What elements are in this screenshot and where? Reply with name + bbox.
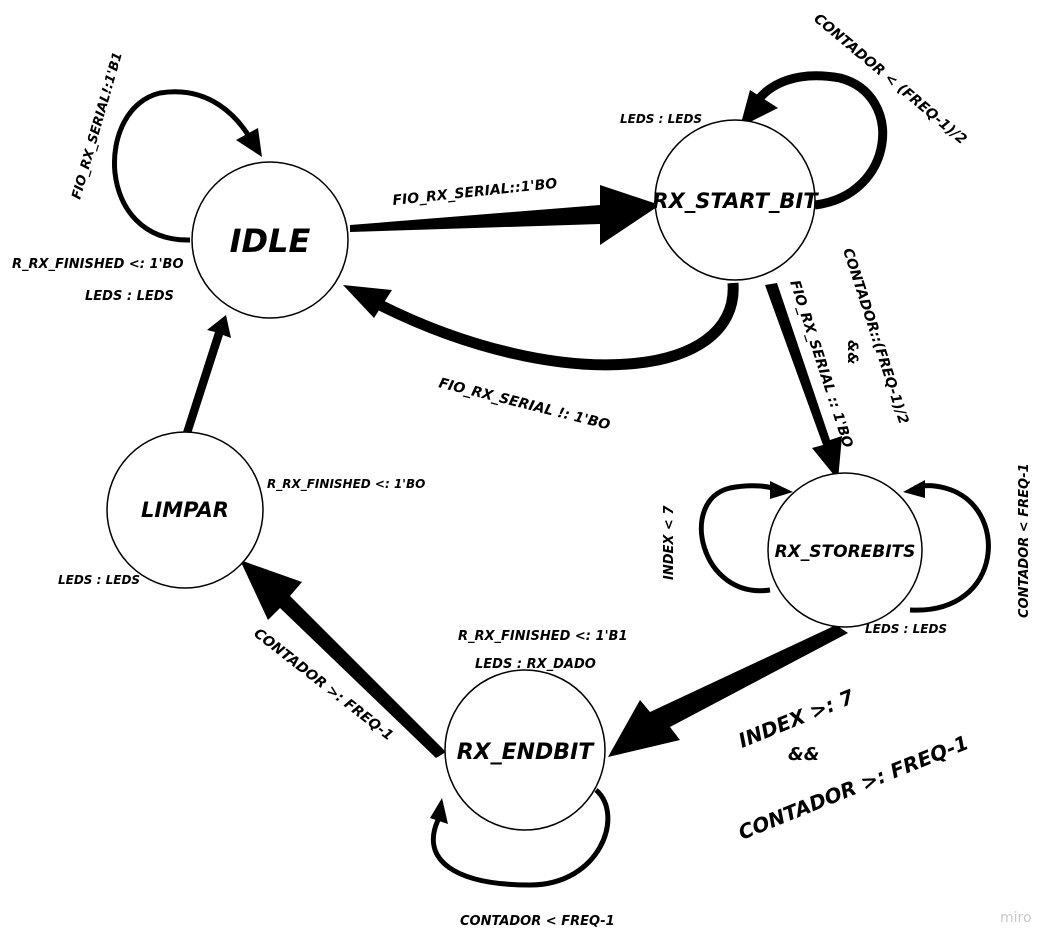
label-start-to-store-cond1: CONTADOR::(FREQ-1)/2 — [839, 246, 911, 426]
miro-watermark: miro — [1000, 910, 1032, 926]
label-limpar-out-leds: LEDS : LEDS — [58, 573, 140, 587]
state-idle[interactable]: IDLE — [191, 161, 349, 319]
edge-limpar-to-idle — [183, 315, 231, 434]
edge-store-self-loop-left — [698, 481, 793, 594]
state-rx-endbit-label: RX_ENDBIT — [457, 740, 596, 765]
label-idle-out-finished: R_RX_FINISHED <: 1'BO — [12, 257, 184, 272]
state-rx-storebits[interactable]: RX_STOREBITS — [767, 472, 923, 628]
edge-end-self-loop — [430, 788, 611, 888]
label-limpar-out-finished: R_RX_FINISHED <: 1'BO — [267, 477, 425, 492]
edge-store-to-end — [608, 625, 848, 757]
edge-start-to-store — [765, 283, 842, 480]
label-store-to-end-cond2: CONTADOR >: FREQ-1 — [735, 730, 972, 844]
edge-end-to-limpar — [240, 560, 446, 758]
label-end-out-leds: LEDS : RX_DADO — [475, 657, 596, 672]
edge-store-self-loop-right — [903, 480, 991, 613]
edge-idle-self-loop — [111, 89, 262, 243]
edge-start-self-loop — [740, 71, 888, 210]
label-store-self-loop-right: CONTADOR < FREQ-1 — [1017, 463, 1032, 618]
state-limpar-label: LIMPAR — [141, 498, 229, 522]
label-idle-to-start: FIO_RX_SERIAL::1'BO — [392, 176, 558, 209]
label-idle-out-leds: LEDS : LEDS — [85, 289, 174, 304]
label-end-out-finished: R_RX_FINISHED <: 1'B1 — [458, 629, 628, 644]
state-rx-storebits-label: RX_STOREBITS — [775, 542, 916, 562]
label-start-out-leds: LEDS : LEDS — [620, 112, 702, 126]
label-end-self-loop: CONTADOR < FREQ-1 — [460, 914, 615, 929]
state-limpar[interactable]: LIMPAR — [106, 431, 264, 589]
state-idle-label: IDLE — [230, 222, 311, 260]
state-rx-endbit[interactable]: RX_ENDBIT — [444, 669, 606, 831]
state-rx-start-bit-label: RX_START_BIT — [652, 189, 819, 213]
label-store-out-leds: LEDS : LEDS — [865, 622, 947, 636]
label-store-to-end-cond1: INDEX >: 7 — [735, 684, 858, 752]
edge-start-to-idle — [343, 282, 739, 371]
state-rx-start-bit[interactable]: RX_START_BIT — [652, 119, 819, 281]
label-store-self-loop-left: INDEX < 7 — [662, 505, 677, 580]
label-start-to-store-and: && — [844, 340, 860, 364]
label-start-to-idle: FIO_RX_SERIAL !: 1'BO — [437, 375, 612, 433]
label-store-to-end-and: && — [788, 744, 819, 765]
edge-idle-to-start — [350, 185, 660, 245]
